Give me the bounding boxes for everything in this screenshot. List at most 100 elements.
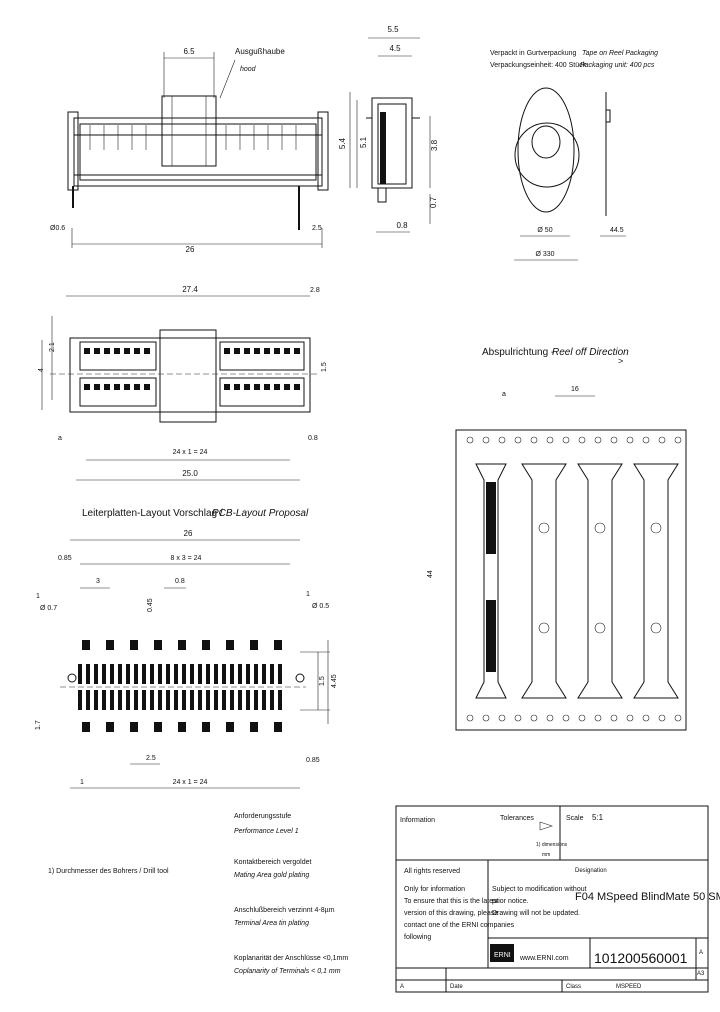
side-dim-height: 5.1	[359, 136, 368, 148]
reel-dim-width: 44.5	[610, 227, 624, 234]
sheet-label: A	[699, 950, 703, 956]
revision-label: A	[400, 984, 404, 990]
top-dim-left-1: 2.1	[49, 342, 56, 352]
pcb-dim-row: 1.5	[319, 676, 326, 686]
front-dim-left: Ø0.6	[50, 225, 65, 232]
scale-value: 5:1	[592, 813, 604, 822]
pcb-dim-pitch: 2.5	[146, 755, 156, 762]
sprocket-holes	[466, 436, 682, 722]
information-label: Information	[400, 817, 435, 824]
top-view: 27.4 2.8	[38, 285, 328, 481]
terminal-de: Anschlußbereich verzinnt 4-8µm	[234, 907, 335, 914]
erni-logo-text: ERNI	[494, 952, 511, 959]
pcb-label-right: 1	[306, 591, 310, 598]
reel-off-dim-height: 44	[427, 570, 434, 578]
pcb-title-de: Leiterplatten-Layout Vorschlag /	[82, 508, 223, 519]
pcb-dim-left: 0.85	[58, 555, 72, 562]
top-dim-left-2: 4	[38, 368, 45, 372]
reel-line2-de: Verpackungseinheit: 400 Stück	[490, 62, 587, 69]
front-view: 6.5 Ausgußhaube hood 26 Ø0.	[50, 47, 329, 254]
latest-text: To ensure that this is the latest	[404, 898, 499, 905]
pcb-dim-slot: 0.8	[175, 578, 185, 585]
reel-view: Verpackt in Gurtverpackung Tape on Reel …	[490, 50, 658, 261]
side-view: 5.5 4.5 5.4 5.1 3.8 0.7 0.8	[338, 25, 439, 233]
sheet-value: A3	[697, 971, 705, 977]
performance-en: Performance Level 1	[234, 828, 299, 835]
pcb-pads	[82, 640, 282, 732]
only-info-text: Only for information	[404, 886, 465, 893]
pcb-dim-hole-right: Ø 0.5	[312, 603, 329, 610]
side-dim-inner: 3.8	[430, 139, 439, 151]
reel-off-arrow-icon: >	[618, 356, 623, 366]
side-dim-top-outer: 5.5	[387, 25, 399, 34]
pcb-title-en: PCB-Layout Proposal	[212, 508, 309, 519]
pcb-dim-groups: 8 x 3 = 24	[171, 555, 202, 562]
front-dim-right: 2.5	[312, 225, 322, 232]
hood-label-de: Ausgußhaube	[235, 47, 285, 56]
pcb-dim-three: 3	[96, 578, 100, 585]
reel-off-title-en: Reel off Direction	[552, 347, 629, 358]
side-dim-pin: 0.7	[429, 196, 438, 208]
coplanarity-en: Coplanarity of Terminals < 0,1 mm	[234, 968, 341, 975]
hood-label-en: hood	[240, 66, 257, 73]
reel-dim-diameter: Ø 330	[535, 251, 554, 258]
top-dim-right-mid: 1.5	[321, 362, 328, 372]
reel-off-label-a: a	[502, 391, 506, 398]
contact-text: contact one of the ERNI companies	[404, 922, 515, 929]
projection-text: 1) dimensions	[536, 842, 568, 848]
tape-pockets	[475, 463, 679, 699]
side-dim-bottom: 0.8	[396, 221, 408, 230]
not-updated-text: Drawing will not be updated.	[492, 910, 580, 917]
tolerances-label: Tolerances	[500, 815, 534, 822]
reel-off-dim-pitch: 16	[571, 386, 579, 393]
pcb-layout: Leiterplatten-Layout Vorschlag / PCB-Lay…	[35, 508, 338, 789]
pcb-dim-right: 0.85	[306, 757, 320, 764]
mating-en: Mating Area gold plating	[234, 872, 309, 879]
scale-label: Scale	[566, 815, 584, 822]
drill-note: 1) Durchmesser des Bohrers / Drill tool	[48, 868, 169, 875]
pcb-dim-row-outer: 4.45	[331, 674, 338, 688]
erni-logo	[490, 944, 514, 962]
coplanarity-de: Koplanarität der Anschlüsse <0,1mm	[234, 955, 348, 962]
following-text: following	[404, 934, 431, 941]
pcb-label-left: 1	[36, 593, 40, 600]
pcb-dim-side: 1.7	[35, 720, 42, 730]
pcb-dim-overall: 26	[184, 529, 193, 538]
contact-rows	[79, 341, 305, 407]
top-dim-pitch: 24 x 1 = 24	[173, 449, 208, 456]
pcb-dim-bottom-pitch: 24 x 1 = 24	[173, 779, 208, 786]
prior-text: prior notice.	[492, 898, 529, 905]
reel-off-view: Abspulrichtung - Reel off Direction > a …	[427, 347, 687, 731]
front-dim-bottom: 26	[186, 245, 195, 254]
reel-line2-en: Packaging unit: 400 pcs	[580, 62, 655, 69]
performance-de: Anforderungsstufe	[234, 813, 291, 820]
part-number: 101200560001	[594, 950, 688, 966]
version-text: version of this drawing, please	[404, 910, 498, 917]
top-label-a: a	[58, 435, 62, 442]
top-dim-right-top: 2.8	[310, 287, 320, 294]
title-block: Information Tolerances Scale 5:1 1) dime…	[395, 805, 720, 993]
reel-dim-hub: Ø 50	[537, 227, 552, 234]
mating-de: Kontaktbereich vergoldet	[234, 859, 311, 866]
pcb-dim-bottom-left: 1	[80, 779, 84, 786]
top-label-c: 0.8	[308, 435, 318, 442]
subject-text: Subject to modification without	[492, 886, 587, 893]
designation-title: F04 MSpeed BlindMate 50 SMD	[575, 891, 720, 903]
reel-off-title-de: Abspulrichtung -	[482, 347, 554, 358]
pcb-dim-pad: 0.45	[147, 598, 154, 612]
reel-line1-en: Tape on Reel Packaging	[582, 50, 658, 57]
pcb-fine-pads	[78, 664, 282, 710]
pcb-dim-hole-left: Ø 0.7	[40, 605, 57, 612]
top-dim-total: 25.0	[182, 469, 198, 478]
class-value: MSPEED	[616, 984, 642, 990]
top-dim-width: 27.4	[182, 285, 198, 294]
date-label: Date	[450, 984, 463, 990]
rights-text: All rights reserved	[404, 868, 460, 875]
side-dim-top-inner: 4.5	[389, 44, 401, 53]
class-label: Class	[566, 984, 581, 990]
reel-line1-de: Verpackt in Gurtverpackung	[490, 50, 576, 57]
terminal-en: Terminal Area tin plating	[234, 920, 309, 927]
front-dim-top: 6.5	[183, 47, 195, 56]
side-dim-height-outer: 5.4	[338, 137, 347, 149]
